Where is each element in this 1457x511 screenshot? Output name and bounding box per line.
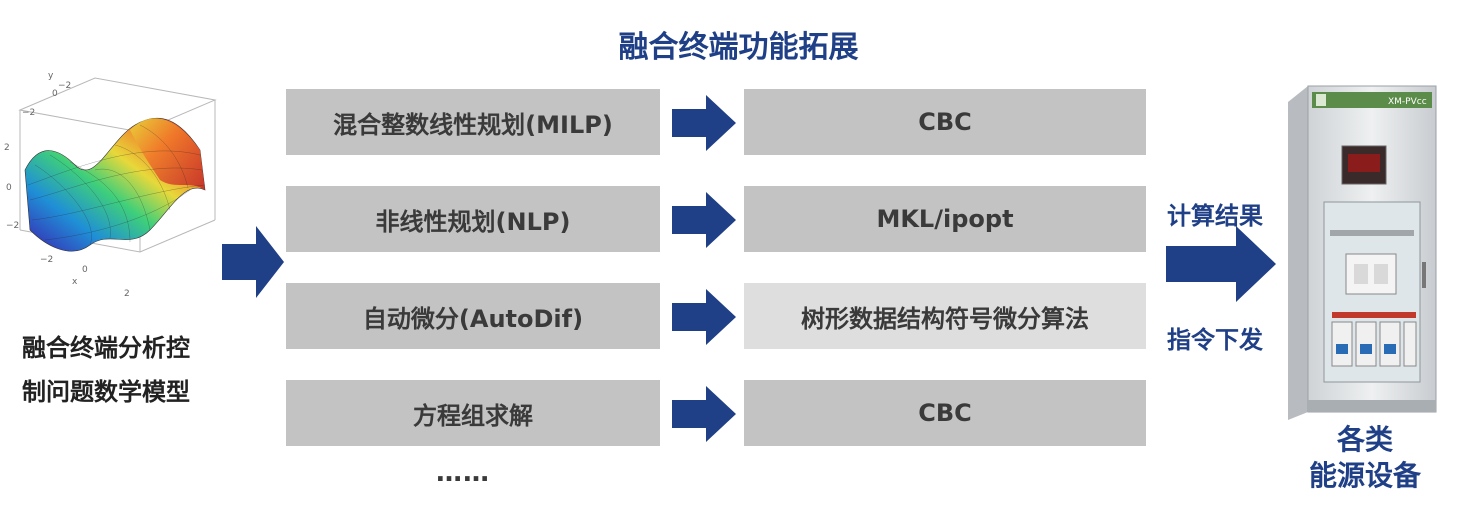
row-arrow-icon bbox=[672, 192, 736, 248]
tick-left-m2b: −2 bbox=[6, 221, 19, 231]
device-caption-line2: 能源设备 bbox=[1308, 459, 1421, 492]
flow-label-results: 计算结果 bbox=[1167, 202, 1263, 230]
output-arrow-icon bbox=[1166, 226, 1276, 302]
row-arrow-icon bbox=[672, 95, 736, 151]
tick-top-m2: −2 bbox=[58, 81, 71, 91]
tick-bottom-2: 2 bbox=[124, 289, 130, 299]
input-arrow-icon bbox=[222, 226, 284, 298]
tick-top-0: 0 bbox=[52, 89, 58, 99]
tick-left-m2: −2 bbox=[22, 108, 35, 118]
solver-box-symbolic-diff: 树形数据结构符号微分算法 bbox=[744, 283, 1146, 349]
tick-y-label: y bbox=[48, 71, 54, 81]
tick-left-2a: 2 bbox=[4, 143, 10, 153]
energy-cabinet-illustration: XM-PVcc bbox=[1288, 85, 1437, 420]
method-box-autodif: 自动微分(AutoDif) bbox=[286, 283, 660, 349]
flow-label-commands: 指令下发 bbox=[1167, 326, 1263, 354]
ellipsis: …… bbox=[436, 458, 490, 488]
surface-plot-illustration: y −2 0 −2 2 0 −2 −2 0 x 2 bbox=[4, 71, 217, 299]
tick-bottom-0: 0 bbox=[82, 265, 88, 275]
method-box-nlp: 非线性规划(NLP) bbox=[286, 186, 660, 252]
device-caption-line1: 各类 bbox=[1336, 423, 1393, 456]
tick-bottom-m2: −2 bbox=[40, 255, 53, 265]
solver-box-cbc-2: CBC bbox=[744, 380, 1146, 446]
cabinet-model-text: XM-PVcc bbox=[1388, 97, 1427, 107]
solver-box-mkl-ipopt: MKL/ipopt bbox=[744, 186, 1146, 252]
page-title: 融合终端功能拓展 bbox=[618, 30, 859, 65]
solver-box-cbc: CBC bbox=[744, 89, 1146, 155]
row-arrow-icon bbox=[672, 386, 736, 442]
tick-x-label: x bbox=[72, 277, 78, 287]
method-box-equations: 方程组求解 bbox=[286, 380, 660, 446]
tick-left-0: 0 bbox=[6, 183, 12, 193]
left-caption-line2: 制问题数学模型 bbox=[22, 378, 190, 406]
method-box-milp: 混合整数线性规划(MILP) bbox=[286, 89, 660, 155]
row-arrow-icon bbox=[672, 289, 736, 345]
left-caption-line1: 融合终端分析控 bbox=[22, 334, 190, 362]
